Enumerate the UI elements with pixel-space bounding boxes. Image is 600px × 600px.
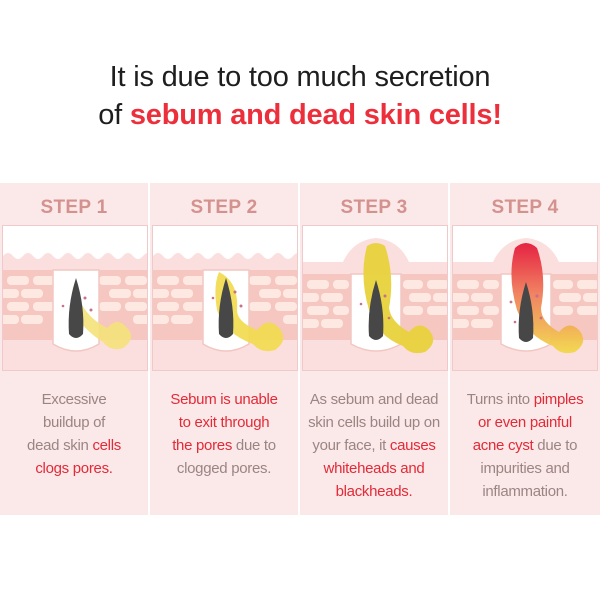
step-1-illustration bbox=[2, 225, 148, 371]
hair bbox=[518, 282, 534, 342]
impurities bbox=[359, 294, 391, 320]
step-1-desc-line: buildup of bbox=[42, 414, 106, 431]
step-1-desc-highlight: cells bbox=[92, 437, 121, 454]
step-4-desc-line: acne cyst due to bbox=[456, 434, 594, 457]
step-1-desc-highlight: clogs pores. bbox=[35, 460, 113, 477]
step-4-desc-highlight: pimples bbox=[533, 391, 584, 408]
step-3-desc-highlight: whiteheads and bbox=[323, 460, 425, 477]
skin-cells bbox=[3, 276, 147, 324]
step-4-desc-text: Turns into bbox=[466, 391, 534, 408]
step-2-desc-highlight: to exit through bbox=[178, 414, 270, 431]
hair bbox=[368, 280, 384, 340]
step-3-panel: STEP 3 bbox=[300, 183, 450, 515]
step-2-panel: STEP 2 bbox=[150, 183, 300, 515]
step-4-title: STEP 4 bbox=[491, 197, 559, 218]
step-4-desc-line: impurities and bbox=[480, 460, 570, 477]
step-1-desc-line: Excessive bbox=[41, 391, 107, 408]
headline: It is due to too much secretion of sebum… bbox=[0, 58, 600, 134]
skin-cells bbox=[153, 276, 297, 324]
step-1-description: Excessive buildup of dead skin cells clo… bbox=[0, 388, 148, 480]
step-4-pore-diagram bbox=[453, 226, 597, 370]
step-1-panel: STEP 1 bbox=[0, 183, 150, 515]
step-2-description: Sebum is unable to exit through the pore… bbox=[150, 388, 298, 480]
step-2-title: STEP 2 bbox=[190, 197, 258, 218]
hair bbox=[218, 278, 234, 338]
step-2-desc-text: due to bbox=[232, 437, 276, 454]
step-2-desc-highlight: the pores bbox=[172, 437, 233, 454]
step-3-desc-line: As sebum and dead bbox=[309, 391, 439, 408]
step-1-pore-diagram bbox=[3, 226, 147, 370]
step-3-description: As sebum and dead skin cells build up on… bbox=[300, 388, 448, 503]
step-4-illustration bbox=[452, 225, 598, 371]
step-4-desc-line: Turns into pimples bbox=[456, 388, 594, 411]
skin-cells bbox=[453, 280, 597, 328]
headline-line-2: of sebum and dead skin cells! bbox=[0, 96, 600, 134]
step-1-desc-text: dead skin bbox=[27, 437, 93, 454]
step-4-panel: STEP 4 bbox=[450, 183, 600, 515]
step-2-desc-line: clogged pores. bbox=[176, 460, 272, 477]
step-2-illustration bbox=[152, 225, 298, 371]
step-3-desc-text: your face, it bbox=[312, 437, 390, 454]
steps-strip: STEP 1 bbox=[0, 183, 600, 515]
step-4-desc-line: inflammation. bbox=[482, 483, 568, 500]
step-2-desc-highlight: Sebum is unable bbox=[170, 391, 278, 408]
impurities bbox=[509, 294, 543, 324]
step-3-desc-line: skin cells build up on bbox=[308, 414, 440, 431]
step-2-pore-diagram bbox=[153, 226, 297, 370]
step-4-desc-text: due to bbox=[533, 437, 578, 454]
step-4-desc-highlight: acne cyst bbox=[472, 437, 534, 454]
hair bbox=[68, 278, 84, 338]
headline-line-1: It is due to too much secretion bbox=[109, 61, 491, 93]
step-3-desc-highlight: causes bbox=[389, 437, 436, 454]
step-1-desc-line: dead skin cells bbox=[6, 434, 142, 457]
step-3-title: STEP 3 bbox=[340, 197, 408, 218]
step-4-desc-highlight: or even painful bbox=[478, 414, 572, 431]
headline-line-2-prefix: of bbox=[98, 99, 130, 131]
skin-cells bbox=[303, 280, 447, 328]
step-3-illustration bbox=[302, 225, 448, 371]
impurities bbox=[211, 290, 243, 308]
step-3-pore-diagram bbox=[303, 226, 447, 370]
headline-highlight: sebum and dead skin cells! bbox=[129, 99, 502, 131]
step-4-description: Turns into pimples or even painful acne … bbox=[450, 388, 600, 503]
step-2-desc-line: the pores due to bbox=[156, 434, 292, 457]
step-3-desc-line: your face, it causes bbox=[306, 434, 442, 457]
sebum-gland bbox=[71, 286, 132, 350]
impurities bbox=[61, 296, 93, 312]
step-1-title: STEP 1 bbox=[40, 197, 108, 218]
step-3-desc-highlight: blackheads. bbox=[335, 483, 413, 500]
